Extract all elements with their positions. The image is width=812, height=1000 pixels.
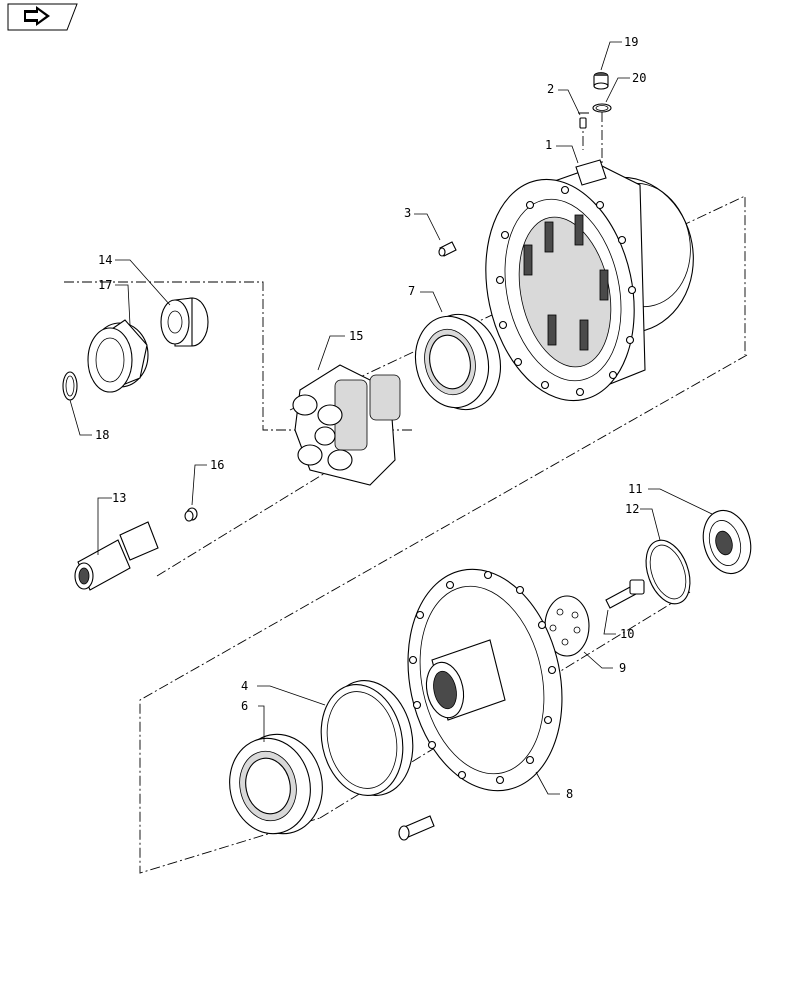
label-16: 16 — [210, 458, 224, 472]
part-16-plug — [184, 507, 198, 522]
part-12-oring — [645, 539, 691, 605]
label-6: 6 — [241, 699, 248, 713]
part-4-ring — [320, 680, 414, 796]
label-20: 20 — [632, 71, 646, 85]
leader-lines — [69, 41, 713, 795]
part-8-hub — [407, 568, 563, 792]
hub-bolt-holes — [408, 570, 557, 785]
part-7-seal — [414, 313, 502, 411]
part-18-snap-ring — [62, 371, 78, 401]
label-13: 13 — [112, 491, 126, 505]
part-6-seal — [229, 733, 323, 835]
label-9: 9 — [619, 661, 626, 675]
label-4: 4 — [241, 679, 248, 693]
part-20-oring — [592, 103, 612, 113]
housing-bolt-holes — [495, 185, 637, 397]
part-2-pin — [578, 112, 589, 129]
label-8: 8 — [566, 787, 573, 801]
label-18: 18 — [95, 428, 109, 442]
part-3-dowel — [438, 241, 457, 257]
part-labels: 1 2 3 4 6 7 8 9 10 11 12 13 14 15 16 17 … — [95, 35, 646, 801]
label-14: 14 — [98, 253, 112, 267]
label-17: 17 — [98, 278, 112, 292]
next-page-arrow-icon — [24, 6, 50, 26]
part-13-shaft — [74, 521, 159, 591]
part-1-housing — [485, 159, 694, 402]
part-14-small-gear — [160, 297, 209, 347]
part-17-ring-gear — [87, 319, 149, 393]
label-7: 7 — [408, 284, 415, 298]
label-3: 3 — [404, 206, 411, 220]
label-19: 19 — [624, 35, 638, 49]
part-10-bolt — [605, 579, 645, 609]
label-10: 10 — [620, 627, 634, 641]
label-12: 12 — [625, 502, 639, 516]
part-19-plug — [593, 72, 609, 90]
label-2: 2 — [547, 82, 554, 96]
label-15: 15 — [349, 329, 363, 343]
label-11: 11 — [628, 482, 642, 496]
part-11-cover — [702, 509, 752, 575]
next-page-button[interactable] — [7, 3, 78, 31]
part-8-stud — [398, 815, 435, 841]
housing-inner-teeth — [523, 214, 609, 351]
label-1: 1 — [545, 138, 552, 152]
part-15-planet-carrier — [292, 364, 401, 486]
